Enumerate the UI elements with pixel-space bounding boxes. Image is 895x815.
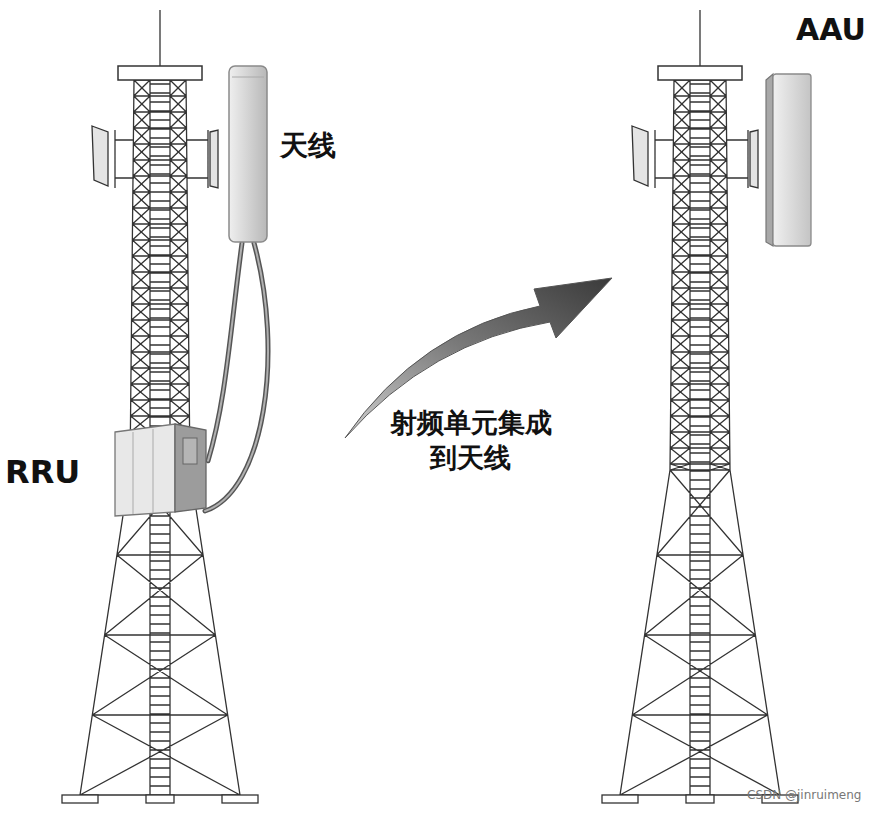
cable-line	[208, 243, 242, 461]
unit-outline	[765, 72, 812, 248]
tower-platform	[658, 66, 742, 80]
arrow-caption: 射频单元集成到天线	[378, 405, 563, 475]
unit-label: RRU	[5, 453, 80, 491]
side-panel	[632, 126, 648, 186]
base-plate	[146, 795, 174, 803]
cable-line	[205, 243, 268, 511]
cable-line	[208, 243, 242, 461]
antenna-panel: 天线	[228, 65, 268, 243]
unit-label: AAU	[796, 12, 866, 47]
base-plate	[62, 795, 98, 803]
tower-lattice	[620, 10, 780, 795]
side-panel	[210, 130, 218, 188]
tower-platform	[118, 66, 202, 80]
cable-line	[205, 243, 268, 511]
base-plate	[222, 795, 258, 803]
base-plate	[602, 795, 638, 803]
unit-outline	[113, 420, 208, 517]
unit-label: 天线	[280, 127, 336, 165]
rru-unit: RRU	[113, 420, 208, 517]
tower-lattice	[80, 10, 240, 795]
watermark: CSDN @jinruimeng	[747, 788, 861, 804]
aau-unit: AAU	[765, 72, 812, 248]
unit-outline	[228, 65, 268, 243]
base-plate	[686, 795, 714, 803]
lattice-towers	[62, 10, 798, 803]
side-panel	[750, 130, 758, 188]
feeder-cable	[205, 243, 268, 511]
side-panel	[92, 126, 108, 186]
